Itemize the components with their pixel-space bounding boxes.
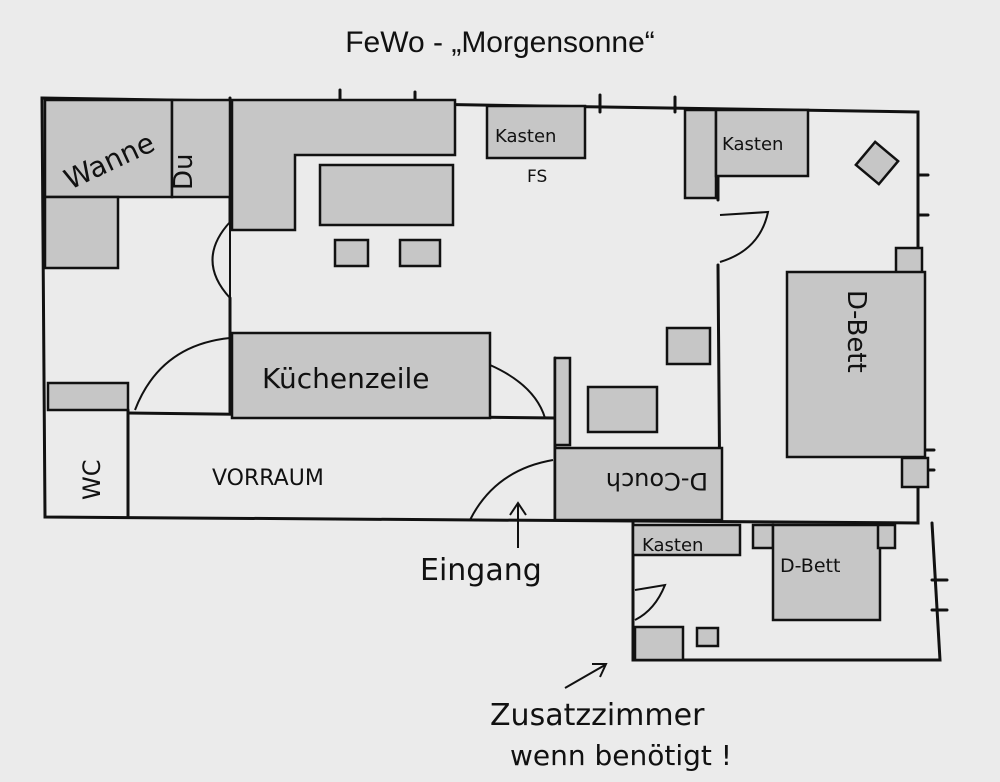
wardrobe-bedroom (714, 108, 810, 178)
nightstand (894, 246, 924, 277)
wardrobe-extra (631, 523, 742, 557)
bathroom-cabinet (43, 195, 120, 270)
label-kuechenzeile: Küchenzeile (262, 362, 430, 395)
bathtub (43, 98, 174, 199)
chair (398, 238, 442, 268)
label-kasten-bedroom: Kasten (722, 134, 783, 155)
cabinet-tall (683, 108, 718, 200)
label-kasten-extra: Kasten (642, 535, 703, 556)
plan-title: FeWo - „Morgensonne“ (345, 26, 655, 59)
shower (170, 98, 232, 199)
label-vorraum: VORRAUM (212, 466, 324, 491)
doors (134, 210, 770, 621)
dining-table (318, 163, 455, 227)
label-wc: WC (78, 460, 106, 501)
coffee-table (586, 385, 659, 434)
double-bed-extra (771, 523, 882, 622)
label-d-couch: D-Couch (606, 467, 708, 495)
sofa-bed (553, 446, 724, 522)
label-d-bett-extra: D-Bett (780, 555, 840, 577)
nightstand (900, 456, 930, 489)
label-zusatzzimmer: Zusatzzimmer (490, 698, 705, 733)
armchair (665, 326, 712, 366)
furniture (43, 98, 930, 662)
nightstand (876, 523, 897, 550)
annotations: Eingang Zusatzzimmer wenn benötigt ! (420, 501, 732, 772)
label-kasten-fs: Kasten (495, 126, 556, 147)
plant-stand (854, 140, 900, 186)
wardrobe-fs (485, 104, 587, 160)
stool (695, 626, 720, 648)
label-du: Du (169, 154, 199, 191)
label-fs: FS (527, 167, 547, 187)
kitchenette (230, 331, 492, 420)
chair (333, 238, 370, 268)
label-eingang: Eingang (420, 553, 542, 588)
desk (633, 625, 685, 662)
kitchen-counter (230, 98, 457, 232)
double-bed-main (785, 270, 927, 459)
nightstand (751, 523, 775, 550)
label-wenn-benoetigt: wenn benötigt ! (510, 739, 732, 772)
entrance-arrow-icon (509, 501, 527, 548)
partition (553, 356, 572, 447)
wc-shelf (46, 381, 130, 412)
label-d-bett-main: D-Bett (841, 290, 871, 373)
extra-room-arrow-icon (564, 663, 608, 689)
